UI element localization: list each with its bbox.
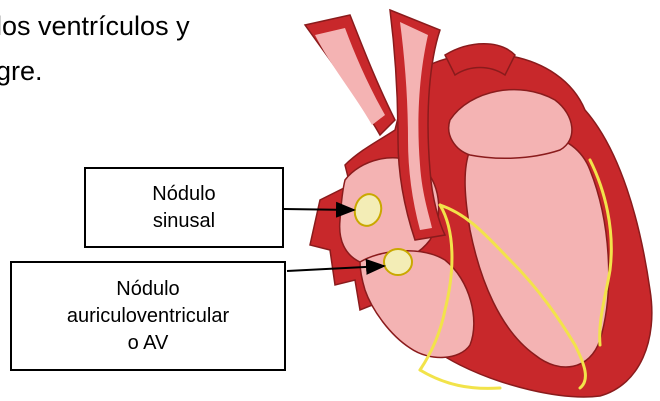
label-av-node: Nódulo auriculoventricular o AV xyxy=(10,261,286,371)
av-node xyxy=(384,249,412,275)
arrow-sinusal xyxy=(284,209,354,210)
label-sinus-node-line2: sinusal xyxy=(153,208,215,235)
label-av-node-line3: o AV xyxy=(128,330,169,357)
label-sinus-node: Nódulo sinusal xyxy=(84,167,284,248)
label-sinus-node-line1: Nódulo xyxy=(152,181,215,208)
label-av-node-line1: Nódulo xyxy=(116,276,179,303)
label-av-node-line2: auriculoventricular xyxy=(67,303,229,330)
